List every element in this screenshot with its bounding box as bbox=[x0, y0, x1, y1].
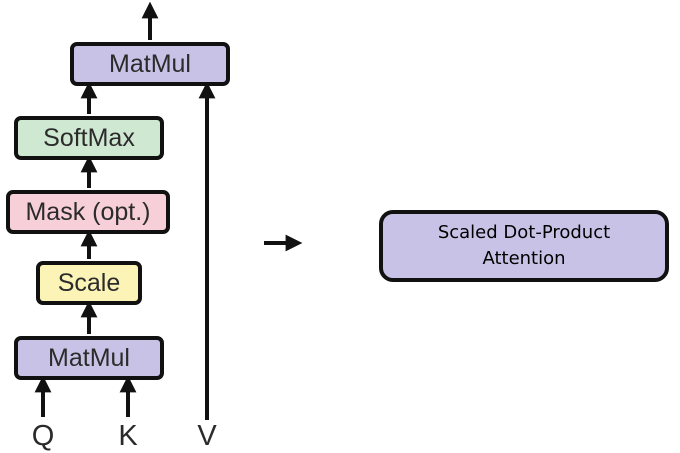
scale-label: Scale bbox=[57, 268, 121, 297]
block-title-line-2: Attention bbox=[482, 248, 566, 269]
matmul-top-label: MatMul bbox=[109, 49, 191, 78]
matmul-bottom-node: MatMul bbox=[14, 336, 164, 380]
input-k-label: K bbox=[118, 420, 138, 452]
softmax-node: SoftMax bbox=[14, 116, 164, 160]
matmul-top-node: MatMul bbox=[70, 42, 230, 86]
input-v-label: V bbox=[197, 420, 217, 452]
softmax-label: SoftMax bbox=[43, 123, 135, 152]
matmul-bottom-label: MatMul bbox=[48, 343, 130, 372]
mask-label: Mask (opt.) bbox=[25, 197, 151, 226]
input-q-label: Q bbox=[31, 420, 55, 452]
mask-node: Mask (opt.) bbox=[6, 190, 170, 234]
scaled-dot-product-attention-block: Scaled Dot-Product Attention bbox=[379, 210, 669, 282]
block-title-line-1: Scaled Dot-Product bbox=[437, 222, 611, 243]
scale-node: Scale bbox=[36, 261, 142, 305]
